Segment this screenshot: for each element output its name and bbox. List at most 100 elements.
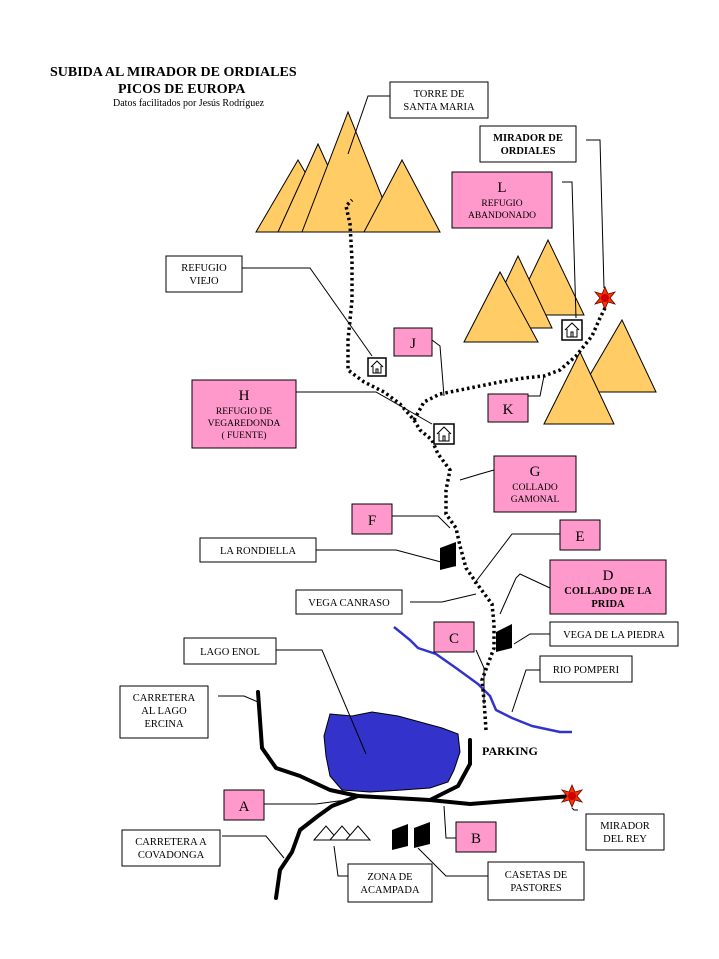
svg-text:VEGA CANRASO: VEGA CANRASO xyxy=(308,598,390,609)
leader-rondiella xyxy=(316,549,457,567)
mirador-star-icon xyxy=(560,783,584,809)
svg-text:SANTA MARIA: SANTA MARIA xyxy=(403,102,475,113)
leader-torre xyxy=(347,95,390,155)
svg-text:D: D xyxy=(603,568,614,584)
svg-text:DEL REY: DEL REY xyxy=(603,834,647,845)
label-rio-pomperi: RIO POMPERI xyxy=(539,655,633,683)
label-casetas-pastores: CASETAS DE PASTORES xyxy=(487,861,585,901)
svg-text:GAMONAL: GAMONAL xyxy=(511,495,560,505)
leader-refugio-viejo xyxy=(228,267,373,357)
svg-text:ZONA DE: ZONA DE xyxy=(367,872,412,883)
label-vega-canraso: VEGA CANRASO xyxy=(295,589,403,615)
leader-rio-pomperi xyxy=(511,669,540,713)
leader-lago-enol xyxy=(276,649,367,755)
svg-text:L: L xyxy=(497,180,506,196)
label-refugio-viejo: REFUGIO VIEJO xyxy=(165,255,243,293)
svg-text:COVADONGA: COVADONGA xyxy=(138,850,205,861)
ordiales-mountains xyxy=(463,238,657,425)
leader-carretera-ercina xyxy=(218,695,259,703)
leader-C xyxy=(475,649,485,704)
svg-text:TORRE DE: TORRE DE xyxy=(414,89,465,100)
svg-text:CARRETERA A: CARRETERA A xyxy=(135,837,207,848)
label-torre-santa-maria: TORRE DE SANTA MARIA xyxy=(389,81,489,119)
svg-text:C: C xyxy=(449,631,459,647)
shepherd-hut-icon xyxy=(414,822,430,848)
svg-text:E: E xyxy=(575,529,584,545)
leader-refugio-abandonado xyxy=(562,181,577,319)
svg-text:ACAMPADA: ACAMPADA xyxy=(360,885,420,896)
waypoint-G: G COLLADO GAMONAL xyxy=(493,455,577,513)
tent-icon xyxy=(328,825,356,841)
leader-G xyxy=(459,469,495,481)
label-mirador-del-rey: MIRADOR DEL REY xyxy=(585,813,665,851)
road-covadonga xyxy=(274,794,360,900)
svg-text:RIO POMPERI: RIO POMPERI xyxy=(553,665,620,676)
leader-casetas xyxy=(417,847,488,877)
svg-text:LA RONDIELLA: LA RONDIELLA xyxy=(220,546,297,557)
waypoint-K: K xyxy=(487,393,529,423)
map-title: SUBIDA AL MIRADOR DE ORDIALES xyxy=(50,65,297,80)
waypoint-C: C xyxy=(433,621,475,653)
map-subtitle: PICOS DE EUROPA xyxy=(118,82,246,97)
svg-text:ERCINA: ERCINA xyxy=(144,719,184,730)
shepherd-hut-icon xyxy=(496,624,512,652)
map-credit: Datos facilitados por Jesús Rodríguez xyxy=(113,98,265,109)
svg-text:H: H xyxy=(239,388,250,404)
leader-ordiales xyxy=(586,139,605,289)
waypoint-F: F xyxy=(351,503,393,535)
label-mirador-ordiales: MIRADOR DE ORDIALES xyxy=(479,125,577,163)
leader-E xyxy=(473,533,560,585)
svg-text:ORDIALES: ORDIALES xyxy=(501,146,556,157)
leader-D xyxy=(499,573,551,615)
zona-acampada-tents xyxy=(312,825,372,841)
svg-text:COLLADO DE LA: COLLADO DE LA xyxy=(564,586,652,597)
svg-text:LAGO ENOL: LAGO ENOL xyxy=(200,647,260,658)
svg-text:A: A xyxy=(239,799,250,815)
svg-text:ABANDONADO: ABANDONADO xyxy=(468,211,536,221)
refuge-hut-icon xyxy=(433,423,455,445)
waypoint-D: D COLLADO DE LA PRIDA xyxy=(549,559,667,615)
mirador-star-icon xyxy=(593,285,617,311)
label-carretera-covadonga: CARRETERA A COVADONGA xyxy=(121,829,221,867)
svg-text:REFUGIO: REFUGIO xyxy=(481,199,522,209)
road-lago-ercina xyxy=(256,690,360,798)
svg-text:AL LAGO: AL LAGO xyxy=(141,706,187,717)
svg-text:CASETAS DE: CASETAS DE xyxy=(505,870,567,881)
leader-mirador-rey xyxy=(571,807,578,811)
refuge-hut-icon xyxy=(561,319,583,341)
leader-vega-canraso xyxy=(410,593,477,603)
svg-text:G: G xyxy=(530,464,541,480)
leader-J xyxy=(431,339,445,397)
svg-text:J: J xyxy=(410,336,416,352)
svg-text:VIEJO: VIEJO xyxy=(189,276,219,287)
tent-icon xyxy=(344,825,372,841)
road-mirador-del-rey xyxy=(356,794,574,806)
svg-text:K: K xyxy=(503,402,514,418)
waypoint-L: L REFUGIO ABANDONADO xyxy=(451,171,553,229)
leader-A xyxy=(264,799,347,805)
label-carretera-lago-ercina: CARRETERA AL LAGO ERCINA xyxy=(119,685,209,739)
svg-text:MIRADOR DE: MIRADOR DE xyxy=(493,133,563,144)
mountain-peak-icon xyxy=(463,270,539,343)
waypoint-J: J xyxy=(393,327,433,357)
waypoint-A: A xyxy=(223,789,265,821)
label-lago-enol: LAGO ENOL xyxy=(183,637,277,665)
leader-B xyxy=(443,805,456,839)
svg-text:VEGAREDONDA: VEGAREDONDA xyxy=(208,419,281,429)
waypoint-E: E xyxy=(559,519,601,551)
svg-text:REFUGIO DE: REFUGIO DE xyxy=(216,407,272,417)
mountain-peak-icon xyxy=(579,318,657,393)
label-la-rondiella: LA RONDIELLA xyxy=(199,537,317,563)
svg-text:( FUENTE): ( FUENTE) xyxy=(221,430,266,441)
mountain-peak-icon xyxy=(301,110,397,233)
leader-F xyxy=(392,515,451,529)
leader-vegaredonda xyxy=(296,391,433,425)
label-parking: PARKING xyxy=(482,744,538,758)
lago-enol-lake xyxy=(323,711,461,793)
label-zona-acampada: ZONA DE ACAMPADA xyxy=(347,863,433,903)
waypoint-H: H REFUGIO DE VEGAREDONDA ( FUENTE) xyxy=(191,379,297,449)
svg-text:B: B xyxy=(471,831,481,847)
torre-santa-maria-mountains xyxy=(255,110,441,233)
svg-text:F: F xyxy=(368,513,376,529)
